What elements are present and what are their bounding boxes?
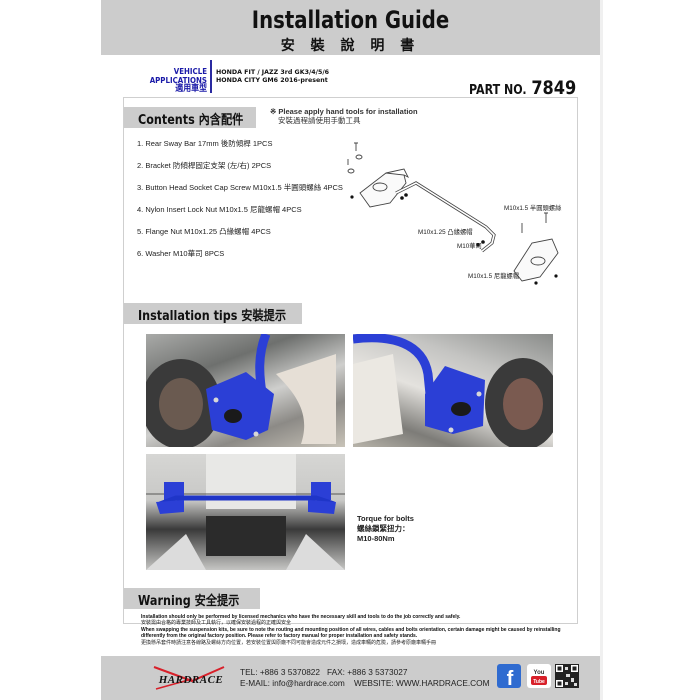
torque-title-zh: 螺絲鎖緊扭力： [357, 524, 410, 533]
sway-bar-photo-icon [146, 454, 345, 570]
hint-zh: 安裝過程請使用手動工具 [278, 116, 361, 125]
list-item: 4. Nylon Insert Lock Nut M10x1.5 尼龍螺帽 4P… [137, 205, 302, 214]
list-item: 1. Rear Sway Bar 17mm 後防傾桿 1PCS [137, 139, 273, 148]
hint-en: ※ Please apply hand tools for installati… [270, 107, 418, 116]
sway-bar-diagram-icon [347, 142, 559, 285]
install-photo-sway-bar [146, 454, 345, 570]
vehicle-models: HONDA FIT / JAZZ 3rd GK3/4/5/6 HONDA CIT… [216, 69, 329, 84]
facebook-icon[interactable]: f [497, 664, 521, 690]
install-photo-right-bracket [353, 334, 553, 447]
warning-line-zh: 更換懸吊套件時請注意各線路及螺絲方向位置，若安裝位置與原廠不同可能會造成元件之損… [141, 639, 437, 646]
vehicle-label-en: VEHICLE APPLICATIONS [149, 67, 207, 85]
label-washer: M10華司 [457, 243, 482, 250]
installation-tips-heading: Installation tips 安裝提示 [124, 303, 302, 324]
label-cap-screw: M10x1.5 半圓頭螺絲 [504, 205, 562, 212]
svg-text:HARDRACE: HARDRACE [158, 674, 224, 686]
label-lock-nut: M10x1.5 尼龍螺帽 [468, 273, 520, 280]
list-item: 5. Flange Nut M10x1.25 凸緣螺帽 4PCS [137, 227, 271, 236]
label-flange-nut: M10x1.25 凸緣螺帽 [418, 229, 473, 236]
right-bracket-photo-icon [353, 334, 553, 447]
vehicle-divider [210, 60, 212, 93]
page-title-zh: 安 裝 說 明 書 [280, 37, 421, 53]
svg-text:You: You [534, 670, 545, 676]
warning-heading: Warning 安全提示 [124, 588, 260, 609]
hand-tools-hint: ※ Please apply hand tools for installati… [270, 107, 418, 125]
torque-title: Torque for bolts [357, 514, 414, 523]
list-item: 6. Washer M10華司 8PCS [137, 249, 225, 258]
page-title: Installation Guide [251, 6, 450, 34]
contents-heading: Contents 內含配件 [124, 107, 256, 128]
torque-spec: Torque for bolts 螺絲鎖緊扭力： M10-80Nm [357, 514, 414, 544]
parts-diagram: M10x1.5 半圓頭螺絲 M10x1.25 凸緣螺帽 M10華司 M10x1.… [346, 131, 576, 286]
qr-code-icon[interactable] [555, 664, 579, 688]
phone-number: TEL: +886 3 5370822 [240, 667, 321, 677]
list-item: 3. Button Head Socket Cap Screw M10x1.5 … [137, 183, 343, 192]
vehicle-applications-label: VEHICLE APPLICATIONS 適用車型 [116, 67, 207, 94]
content-box: Contents 內含配件 ※ Please apply hand tools … [123, 97, 578, 646]
installation-guide-page: Installation Guide 安 裝 說 明 書 VEHICLE APP… [101, 0, 600, 700]
part-number: PART NO. 7849 [469, 77, 576, 99]
warning-line: When swapping the suspension kits, be su… [141, 626, 561, 640]
hardrace-logo: HARDRACE [150, 665, 232, 691]
page-edge [600, 0, 603, 700]
svg-text:Tube: Tube [533, 679, 545, 685]
title-bar: Installation Guide 安 裝 說 明 書 [101, 0, 600, 55]
warning-text: Installation should only be performed by… [141, 614, 571, 646]
website-link[interactable]: WEBSITE: WWW.HARDRACE.COM [354, 678, 490, 688]
email-link[interactable]: E-MAIL: info@hardrace.com [240, 678, 345, 688]
warning-line-zh: 安裝需由合格的專業技師及工具執行，以確保安裝過程的正確與安全 [141, 620, 292, 627]
installation-tips-heading-text: Installation tips 安裝提示 [138, 309, 287, 324]
list-item: 2. Bracket 防傾桿固定支架 (左/右) 2PCS [137, 161, 272, 170]
left-bracket-photo-icon [146, 334, 336, 447]
torque-value: M10-80Nm [357, 534, 395, 543]
vehicle-label-zh: 適用車型 [175, 84, 207, 94]
warning-heading-text: Warning 安全提示 [138, 594, 240, 609]
contents-heading-text: Contents 內含配件 [138, 113, 244, 128]
fax-number: FAX: +886 3 5373027 [326, 667, 408, 677]
warning-line: Installation should only be performed by… [141, 614, 461, 620]
svg-text:f: f [507, 668, 514, 688]
part-number-value: 7849 [531, 77, 576, 99]
vehicle-model: HONDA FIT / JAZZ 3rd GK3/4/5/6 [216, 69, 330, 76]
footer: HARDRACE TEL: +886 3 5370822 FAX: +886 3… [101, 656, 600, 700]
part-number-label: PART NO. [468, 83, 527, 98]
hardrace-logo-icon: HARDRACE [153, 666, 225, 690]
youtube-icon[interactable]: You Tube [527, 664, 551, 688]
contact-info: TEL: +886 3 5370822 FAX: +886 3 5373027 … [240, 667, 490, 689]
install-photo-left-bracket [146, 334, 345, 447]
vehicle-model: HONDA CITY GM6 2016-present [216, 76, 328, 84]
